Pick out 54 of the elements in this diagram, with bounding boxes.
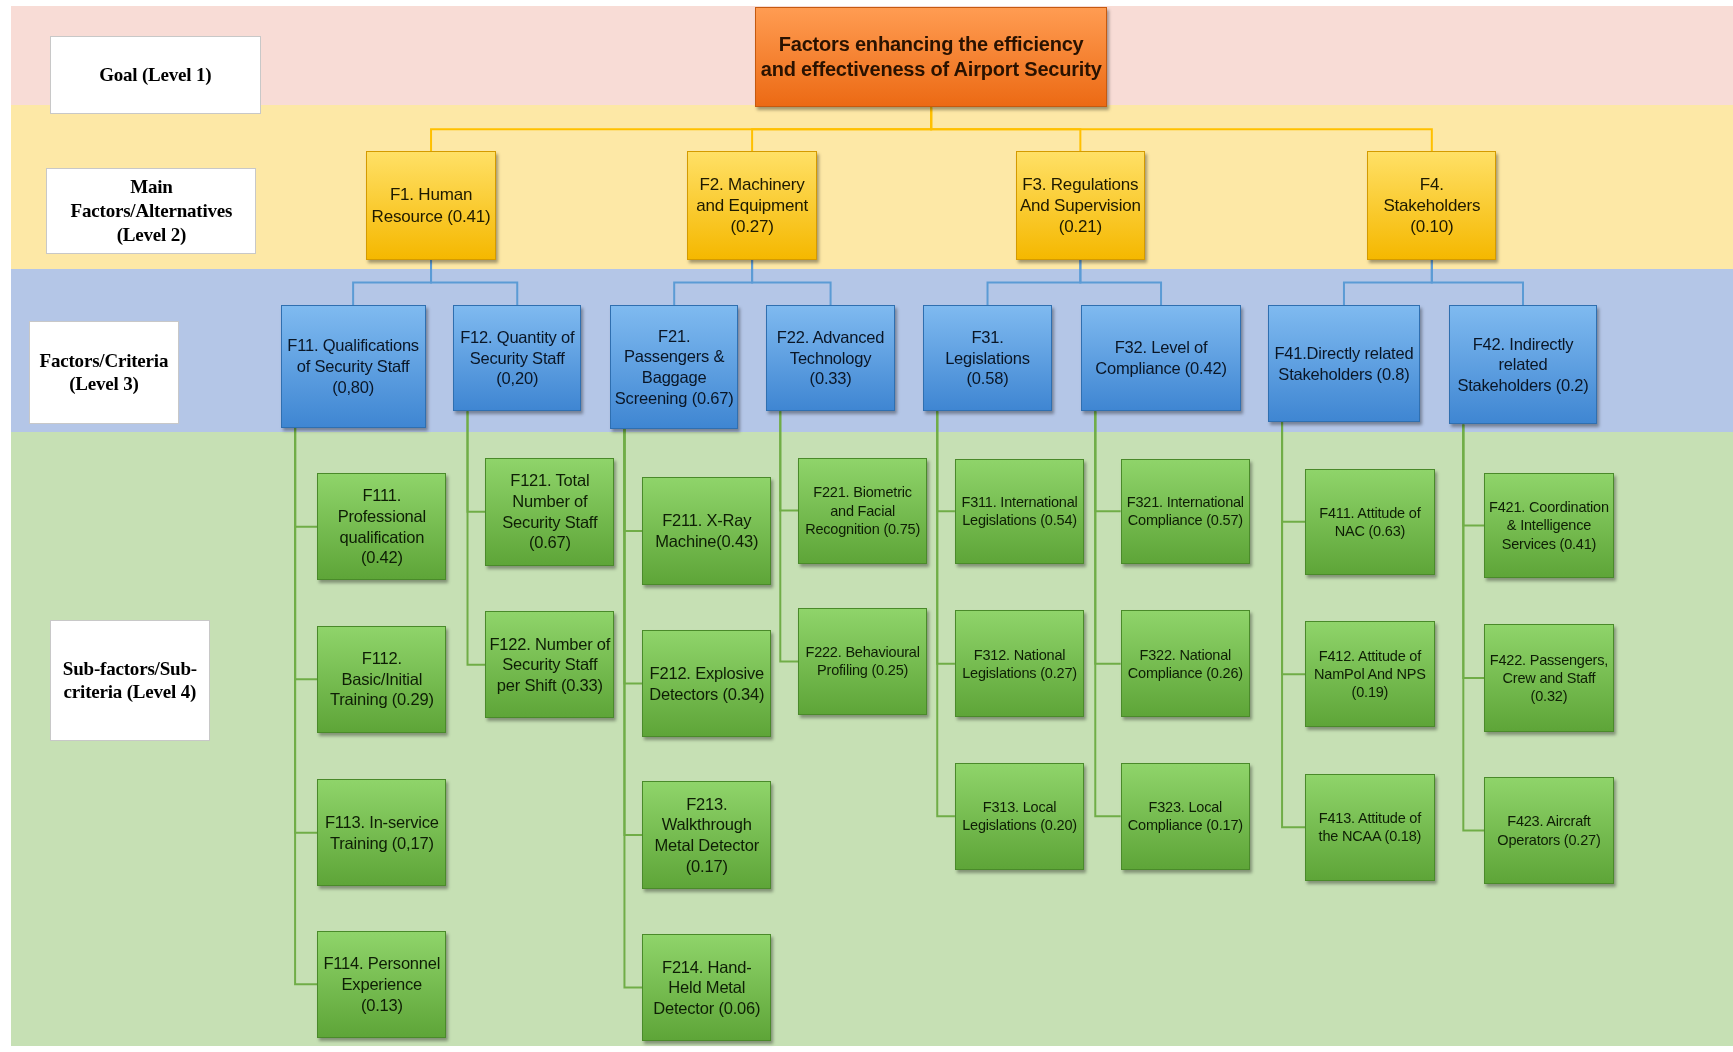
- sub-factor-box: F423. Aircraft Operators (0.27): [1484, 776, 1614, 885]
- criteria-box: F11. Qualifications of Security Staff (0,80): [280, 305, 426, 428]
- connector-line: [1430, 258, 1524, 307]
- connector-line: [1094, 410, 1122, 818]
- criteria-box: F42. Indirectly related Stakeholders (0.2): [1448, 305, 1598, 425]
- sub-factor-box: F312. National Legislations (0.27): [954, 610, 1085, 718]
- criteria-box: F31. Legislations (0.58): [922, 305, 1053, 412]
- level-label: Goal (Level 1): [49, 36, 261, 114]
- main-factor-box: F1. Human Resource (0.41): [365, 151, 497, 260]
- sub-factor-box: F321. International Compliance (0.57): [1120, 458, 1250, 564]
- sub-factor-box: F422. Passengers, Crew and Staff (0.32): [1484, 624, 1614, 732]
- sub-factor-box: F311. International Legislations (0.54): [954, 458, 1085, 564]
- sub-factor-box: F212. Explosive Detectors (0.34): [642, 629, 772, 738]
- connector-line: [623, 427, 644, 989]
- criteria-box: F41.Directly related Stakeholders (0.8): [1267, 305, 1421, 423]
- connector-line: [1079, 258, 1163, 307]
- connector-line: [751, 258, 832, 307]
- sub-factor-box: F112. Basic/Initial Training (0.29): [317, 625, 447, 733]
- sub-factor-box: F213. Walkthrough Metal Detector (0.17): [642, 781, 772, 889]
- main-factor-box: F2. Machinery and Equipment (0.27): [687, 151, 817, 260]
- sub-factor-box: F211. X-Ray Machine(0.43): [642, 477, 772, 585]
- sub-factor-box: F313. Local Legislations (0.20): [954, 762, 1085, 870]
- sub-factor-box: F113. In-service Training (0,17): [317, 779, 447, 887]
- sub-factor-box: F111. Professional qualification (0.42): [317, 473, 447, 581]
- sub-factor-box: F114. Personnel Experience (0.13): [317, 930, 447, 1038]
- connector-line: [430, 258, 519, 307]
- sub-factor-box: F221. Biometric and Facial Recognition (0.75): [797, 457, 928, 564]
- sub-factor-box: F222. Behavioural Profiling (0.25): [797, 607, 928, 716]
- level-label: Factors/Criteria (Level 3): [28, 320, 180, 425]
- connector-line: [930, 106, 1433, 153]
- level-label: Sub-factors/Sub-criteria (Level 4): [49, 620, 210, 741]
- sub-factor-box: F413. Attitude of the NCAA (0.18): [1305, 773, 1435, 881]
- main-factor-box: F4. Stakeholders (0.10): [1367, 151, 1497, 260]
- sub-factor-box: F214. Hand-Held Metal Detector (0.06): [642, 933, 772, 1042]
- connector-line: [294, 426, 319, 986]
- connector-line: [1462, 423, 1486, 832]
- criteria-box: F32. Level of Compliance (0.42): [1080, 305, 1242, 412]
- sub-factor-box: F323. Local Compliance (0.17): [1120, 762, 1250, 870]
- connector-line: [1281, 421, 1307, 829]
- connector-line: [779, 410, 799, 663]
- sub-factor-box: F411. Attitude of NAC (0.63): [1305, 468, 1435, 575]
- main-factor-box: F3. Regulations And Supervision (0.21): [1015, 151, 1145, 260]
- connector-line: [466, 410, 487, 666]
- sub-factor-box: F121. Total Number of Security Staff (0.67): [485, 457, 615, 566]
- criteria-box: F21. Passengers & Baggage Screening (0.67): [610, 305, 739, 429]
- sub-factor-box: F421. Coordination & Intelligence Services (0.41): [1484, 473, 1614, 578]
- criteria-box: F22. Advanced Technology (0.33): [765, 305, 896, 412]
- goal-box: Factors enhancing the efficiency and effectiveness of Airport Security: [754, 6, 1108, 108]
- criteria-box: F12. Quantity of Security Staff (0,20): [453, 305, 582, 412]
- sub-factor-box: F412. Attitude of NamPol And NPS (0.19): [1305, 621, 1435, 728]
- sub-factor-box: F122. Number of Security Staff per Shift (0.33): [485, 611, 615, 719]
- sub-factor-box: F322. National Compliance (0.26): [1120, 610, 1250, 718]
- connector-line: [936, 410, 956, 818]
- level-label: Main Factors/Alternatives (Level 2): [46, 168, 257, 255]
